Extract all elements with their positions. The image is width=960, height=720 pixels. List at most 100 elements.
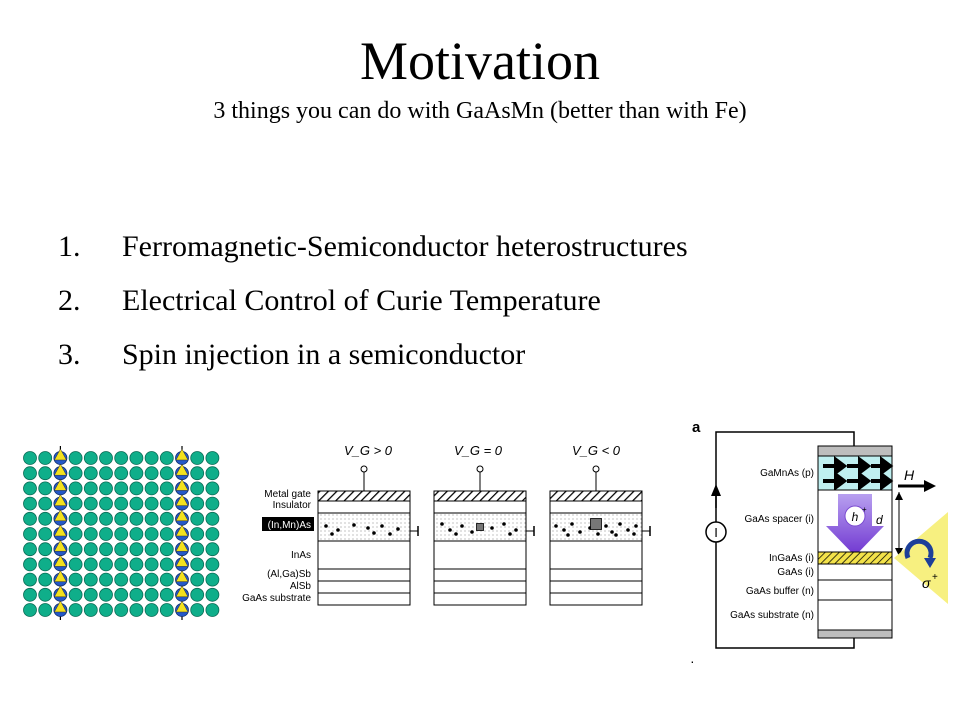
hole-carrier [454, 532, 458, 536]
layer-label-inmnas: (In,Mn)As [268, 520, 311, 531]
lattice-atom [83, 572, 98, 587]
hole-carrier [566, 533, 570, 537]
hole-carrier [460, 524, 464, 528]
hole-carrier [634, 524, 638, 528]
gate-control-figure: Metal gate Insulator (In,Mn)As InAs (Al,… [228, 438, 658, 638]
list-text: Spin injection in a semiconductor [122, 338, 526, 371]
list-item: 3.Spin injection in a semiconductor [58, 328, 688, 382]
panel-title-negative: V_G < 0 [572, 443, 621, 458]
lattice-atom [144, 451, 159, 465]
lattice-atom [38, 511, 53, 526]
spin-arrow-icon [53, 524, 67, 537]
distance-arrow-up [895, 492, 903, 500]
metal-gate-layer [317, 490, 411, 502]
footer-mark: · [690, 653, 695, 669]
lattice-atom [99, 496, 113, 511]
hole-carrier [330, 532, 334, 536]
lattice-atom [83, 527, 98, 541]
list-number: 2. [58, 284, 81, 317]
gate-terminal-icon [360, 465, 368, 473]
inmnas-label-box [262, 517, 314, 531]
lattice-atom [38, 496, 53, 511]
layer-label-buffer: GaAs buffer (n) [746, 586, 814, 597]
layer-label-ingaas: InGaAs (i) [769, 553, 814, 564]
lattice-atom [144, 557, 159, 572]
lattice-atom [114, 557, 129, 572]
lattice-atom [159, 542, 174, 557]
lattice-atom [38, 466, 53, 481]
lattice-atom [205, 481, 220, 496]
spin-led-figure: a I H [686, 408, 948, 670]
hole-carrier [508, 532, 512, 536]
lattice-atom [23, 496, 37, 511]
spin-arrow-icon [53, 463, 67, 476]
layer-label-gaas-substrate: GaAs substrate [242, 593, 311, 604]
spin-arrow-icon [53, 509, 67, 522]
insulator-layer [549, 500, 643, 514]
motivation-list: 1.Ferromagnetic-Semiconductor heterostru… [58, 220, 688, 382]
hole-carrier [372, 531, 376, 535]
polarization-sign: + [932, 572, 938, 583]
lattice-atom [129, 496, 144, 511]
lattice-atom [68, 527, 83, 541]
field-arrow-icon [924, 480, 936, 492]
lattice-atom [68, 603, 83, 617]
current-source-icon [705, 521, 727, 543]
hole-carrier [502, 522, 506, 526]
spin-arrow-icon [53, 585, 67, 598]
inas-layer [433, 540, 527, 570]
lattice-atom [159, 496, 174, 511]
lattice-atom [190, 511, 205, 526]
alsb-layer [317, 580, 411, 594]
lattice-atom [23, 572, 37, 587]
hole-carrier [440, 522, 444, 526]
hole-carrier [514, 528, 518, 532]
lattice-atom [68, 557, 83, 572]
lattice-atom [114, 481, 129, 496]
lattice-atom [159, 466, 174, 481]
lattice-atom [83, 481, 98, 496]
lattice-atom [205, 557, 220, 572]
lattice-atom [38, 587, 53, 602]
spin-arrow-icon [53, 448, 67, 461]
lattice-atom [129, 603, 144, 617]
lattice-atom [68, 451, 83, 465]
hole-label: h [852, 510, 859, 524]
lattice-atom [159, 587, 174, 602]
lattice-atom [68, 542, 83, 557]
lattice-atom [114, 603, 129, 617]
lattice-atom [114, 511, 129, 526]
hole-icon [844, 505, 866, 527]
lattice-atom [190, 496, 205, 511]
spin-arrow-icon [175, 494, 189, 506]
gate-control-diagram: Metal gate Insulator (In,Mn)As InAs (Al,… [242, 443, 651, 606]
lattice-atom [205, 542, 220, 557]
magnetic-cluster-icon [590, 518, 602, 530]
lattice-atom [190, 587, 205, 602]
lattice-atom [144, 466, 159, 481]
lattice-atom [23, 542, 37, 557]
lattice-atom [38, 557, 53, 572]
lattice-atom [99, 481, 113, 496]
lattice-atom [83, 466, 98, 481]
hole-carrier [448, 528, 452, 532]
lattice-atom [129, 527, 144, 541]
lattice-atom [38, 451, 53, 465]
layer-label-spacer: GaAs spacer (i) [745, 514, 814, 525]
lattice-atom [159, 572, 174, 587]
lattice-atom [83, 557, 98, 572]
algasb-layer [317, 568, 411, 582]
current-arrow-icon [711, 484, 721, 496]
lattice-atom [99, 542, 113, 557]
spin-arrow-icon [175, 585, 189, 598]
lattice-atom [83, 511, 98, 526]
lattice-atom [83, 587, 98, 602]
layer-label-algasb: (Al,Ga)Sb [267, 569, 311, 580]
lattice-atom [83, 451, 98, 465]
lattice-atom [129, 481, 144, 496]
lattice-atom [159, 511, 174, 526]
lattice-atom [144, 511, 159, 526]
lattice-atom [129, 557, 144, 572]
hole-carrier [470, 530, 474, 534]
hole-carrier [490, 526, 494, 530]
